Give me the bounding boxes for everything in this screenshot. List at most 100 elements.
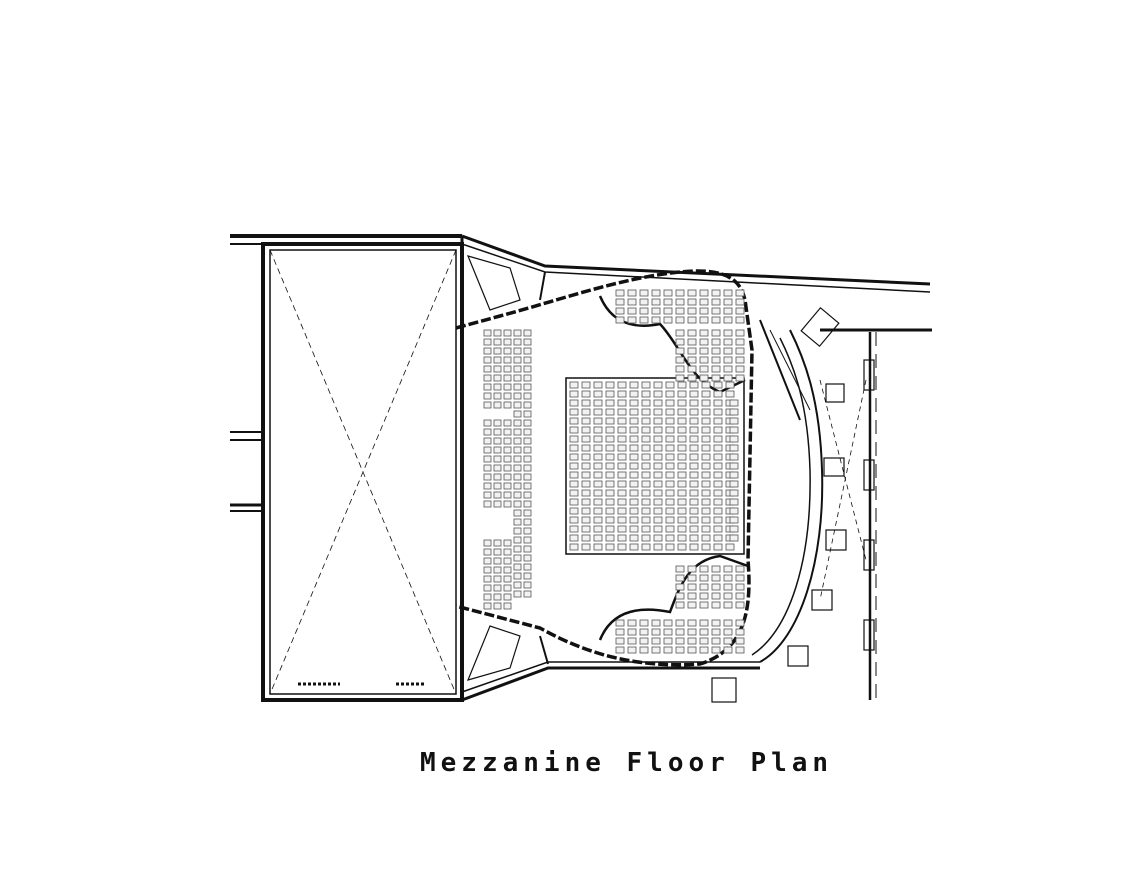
seat [701,453,711,461]
seat [675,619,685,627]
seat [735,565,745,573]
seat [729,444,739,452]
seat [639,628,649,636]
seat [701,489,711,497]
seat [593,480,603,488]
seat [483,446,492,454]
seat [735,583,745,591]
seat [687,316,697,324]
seat [523,563,532,571]
seat [653,435,663,443]
seat [675,628,685,636]
seat [503,419,512,427]
seat [699,574,709,582]
seat [639,298,649,306]
seat [483,584,492,592]
seat [593,426,603,434]
seat [675,637,685,645]
seat [653,471,663,479]
seat [713,453,723,461]
seat [513,392,522,400]
seat [483,428,492,436]
seat [641,444,651,452]
seat [723,347,733,355]
seat [503,437,512,445]
seat [713,462,723,470]
seat [653,525,663,533]
seat [513,473,522,481]
seat [675,601,685,609]
seat [483,593,492,601]
seat [605,426,615,434]
seat [735,307,745,315]
seat [675,338,685,346]
seat [665,435,675,443]
seat [493,455,502,463]
seat [677,435,687,443]
seat [689,534,699,542]
seat [699,316,709,324]
seat [665,453,675,461]
seat [663,298,673,306]
seat [483,329,492,337]
seat [677,489,687,497]
seat [677,525,687,533]
seat [723,298,733,306]
seat [687,365,697,373]
seat [663,316,673,324]
seat [687,628,697,636]
seat [663,637,673,645]
seat [483,437,492,445]
seat [483,482,492,490]
seat [677,453,687,461]
seat [711,628,721,636]
seat [675,307,685,315]
seat [569,507,579,515]
seat [665,399,675,407]
seat [627,637,637,645]
seat [605,471,615,479]
seat [723,565,733,573]
seat [513,491,522,499]
seat [513,509,522,517]
seat [513,482,522,490]
seat [735,646,745,654]
seat [483,455,492,463]
seat [617,534,627,542]
seat [629,399,639,407]
seat [653,426,663,434]
seat [617,489,627,497]
seat [493,584,502,592]
seat [701,498,711,506]
seat [701,525,711,533]
seat [687,574,697,582]
seat [663,307,673,315]
seat [689,435,699,443]
seat [627,619,637,627]
seat [653,480,663,488]
seat [569,516,579,524]
seat [699,619,709,627]
seat [629,507,639,515]
seat [653,462,663,470]
seat [713,381,723,389]
seat [503,383,512,391]
seat [651,316,661,324]
seat [503,446,512,454]
seat [617,408,627,416]
seat [581,417,591,425]
seat [513,581,522,589]
drawing-title: Mezzanine Floor Plan [420,748,834,778]
seat [689,489,699,497]
seat [523,509,532,517]
seat [523,410,532,418]
seat [593,516,603,524]
seat [701,426,711,434]
seat [701,516,711,524]
seat [641,381,651,389]
seat [605,507,615,515]
seat [593,489,603,497]
seat [523,572,532,580]
seat [503,455,512,463]
seat [493,548,502,556]
